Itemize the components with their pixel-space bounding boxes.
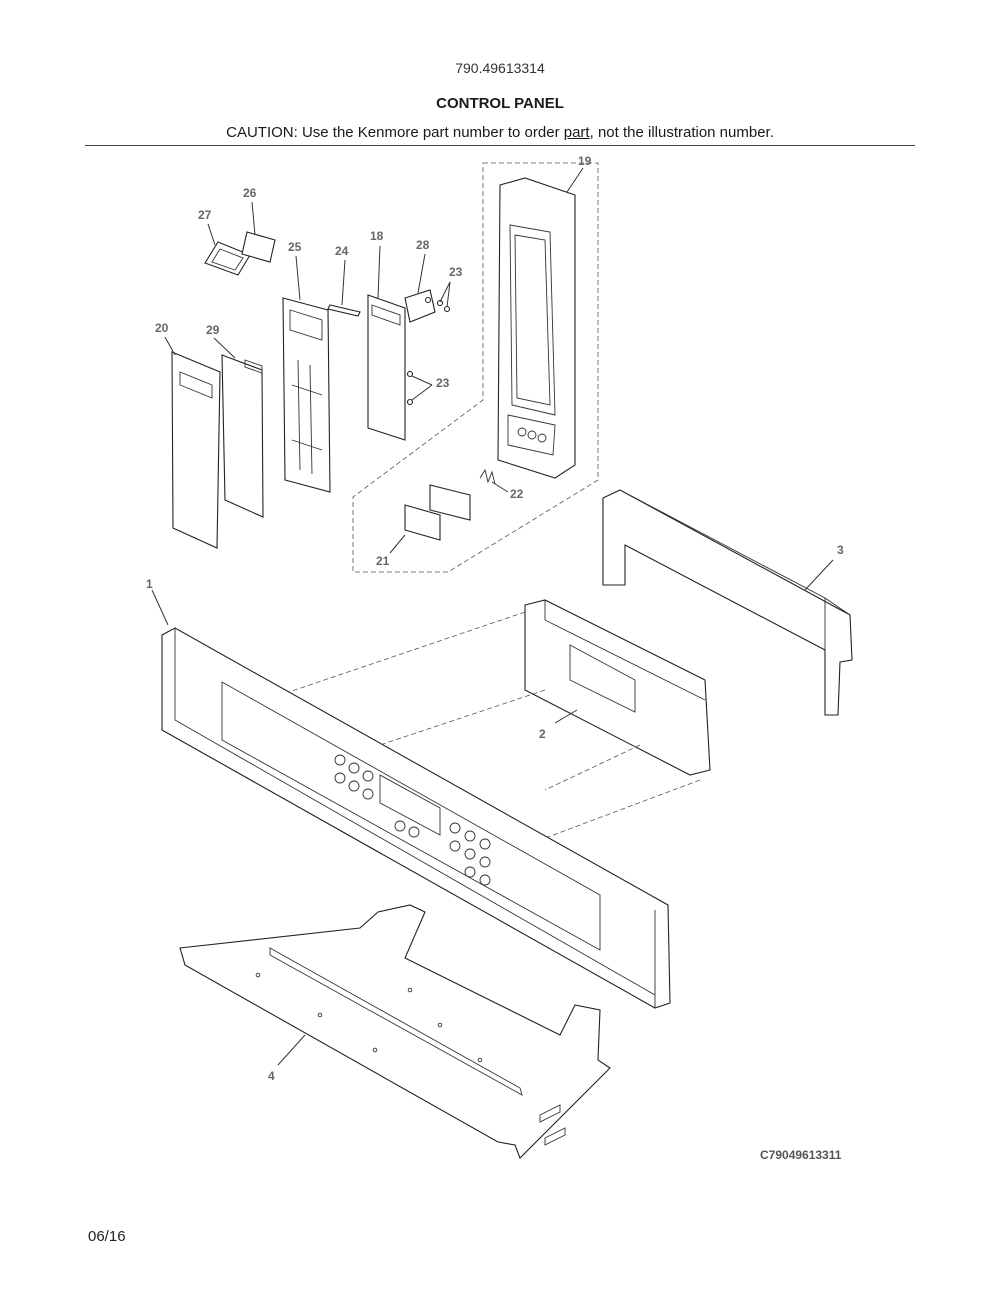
callout-23b: 23 [436,376,450,390]
drawing-code: C79049613311 [760,1148,842,1162]
part-26-lens[interactable] [241,231,276,263]
callout-23a: 23 [449,265,463,279]
part-3-bracket-frame[interactable] [602,489,853,716]
alignment-lines [229,611,701,841]
callout-1: 1 [146,577,153,591]
part-1-control-panel[interactable] [161,627,671,1009]
model-number: 790.49613314 [455,60,545,76]
callout-26: 26 [243,186,257,200]
revision-date: 06/16 [88,1228,126,1245]
part-21-buttons[interactable] [404,484,471,541]
leader-lines [151,167,834,1066]
callout-18: 18 [370,229,384,243]
callout-27: 27 [198,208,212,222]
callout-24: 24 [335,244,349,258]
part-29-insulator[interactable] [221,354,264,518]
caution-suffix: , not the illustration number. [589,124,774,141]
assembly-boundary [352,162,599,573]
part-25-bracket[interactable] [282,297,331,493]
callout-22: 22 [510,487,524,501]
callout-3: 3 [837,543,844,557]
callout-29: 29 [206,323,220,337]
part-19-trim-frame[interactable] [497,177,576,479]
part-4-lower-tray[interactable] [179,904,611,1159]
part-22-spring[interactable] [479,468,496,485]
callout-21: 21 [376,554,390,568]
part-18-circuit-board[interactable] [367,294,406,441]
caution-prefix: CAUTION: Use the Kenmore part number to … [226,124,564,141]
part-23-screws-lower[interactable] [406,370,414,406]
callout-4: 4 [268,1069,275,1083]
callout-20: 20 [155,321,169,335]
page-title: CONTROL PANEL [436,95,564,112]
callout-2: 2 [539,727,546,741]
caution-link[interactable]: part [563,124,590,141]
callout-28: 28 [416,238,430,252]
part-20-overlay[interactable] [171,351,221,549]
part-28-bracket[interactable] [404,289,436,323]
part-24-light-pipe[interactable] [327,304,361,317]
callout-19: 19 [578,154,592,168]
callout-25: 25 [288,240,302,254]
header-divider [85,145,915,146]
part-2-control-board[interactable] [524,599,711,776]
caution-note: CAUTION: Use the Kenmore part number to … [0,124,1000,141]
